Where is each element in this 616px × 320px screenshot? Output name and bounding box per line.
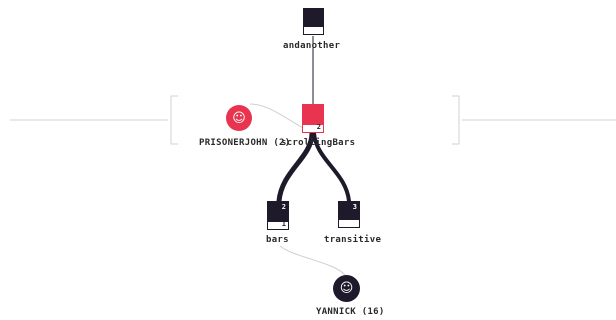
node-bars-label: bars [266,235,289,245]
node-bars-badge-top: 2 [281,203,286,211]
node-scrollingbars-label: scrollingBars [281,138,356,148]
smiley-face-icon: ☺ [232,110,246,126]
node-bars[interactable]: 2 1 [267,201,289,230]
node-scrollingbars[interactable]: 2 [302,104,324,133]
node-transitive[interactable]: 3 [338,201,360,228]
link-bars-yannick [279,245,347,277]
link-scrollingbars-bars [276,130,315,204]
node-transitive-label: transitive [324,235,382,245]
user-label-yannick: YANNICK (16) [316,307,385,317]
left-bracket [170,95,178,145]
node-scrollingbars-badge: 2 [316,123,321,131]
node-bars-badge-bottom: 1 [281,220,286,228]
user-avatar-prisonerjohn[interactable]: ☺ [226,105,252,131]
link-scrollingbars-transitive [312,131,351,203]
right-bracket [452,95,460,145]
smiley-face-icon: ☺ [339,281,354,296]
user-label-prisonerjohn: PRISONERJOHN (2) [199,138,291,148]
link-prisonerjohn-scrollingbars [249,103,304,129]
node-transitive-badge-top: 3 [352,203,357,211]
node-andanother-label: andanother [283,41,341,51]
user-avatar-yannick[interactable]: ☺ [333,275,360,302]
node-andanother[interactable] [303,8,324,35]
